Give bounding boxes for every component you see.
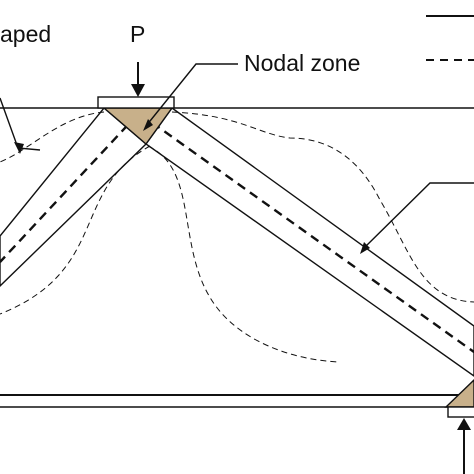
left-strut-centerline (0, 113, 139, 263)
center-bottle-left (147, 145, 341, 363)
bottle-stress-field (0, 111, 474, 363)
leader-lines (0, 63, 474, 254)
nodal-zone-leader-head (143, 119, 153, 131)
reaction-arrow-head (457, 418, 471, 430)
bottom-bearing-plate (447, 406, 474, 418)
top-bearing-plate (97, 96, 175, 109)
nodal-zone-label: Nodal zone (244, 50, 360, 76)
right-strut-centerline (139, 113, 474, 353)
left-bottle-lower (0, 145, 151, 315)
load-arrows (131, 62, 471, 474)
bottom-nodal-zone (444, 379, 474, 408)
load-label: P (130, 21, 145, 47)
nodal-zone-leader (145, 63, 238, 127)
right-label-leader (363, 182, 474, 249)
load-arrow-head (131, 84, 145, 97)
right-strut-band (145, 107, 474, 377)
right-strut (139, 107, 474, 377)
nodal-zones (97, 96, 474, 418)
left-bottle-outer (0, 111, 105, 163)
left-partial-label: aped (0, 21, 51, 47)
left-label-leader (0, 97, 41, 151)
legend (426, 15, 474, 61)
right-bottle-upper (171, 111, 474, 303)
left-strut (0, 107, 148, 287)
beam (0, 107, 474, 408)
left-label-leader-head (14, 142, 24, 154)
right-label-leader-head (360, 242, 370, 254)
left-strut-band (0, 107, 148, 287)
